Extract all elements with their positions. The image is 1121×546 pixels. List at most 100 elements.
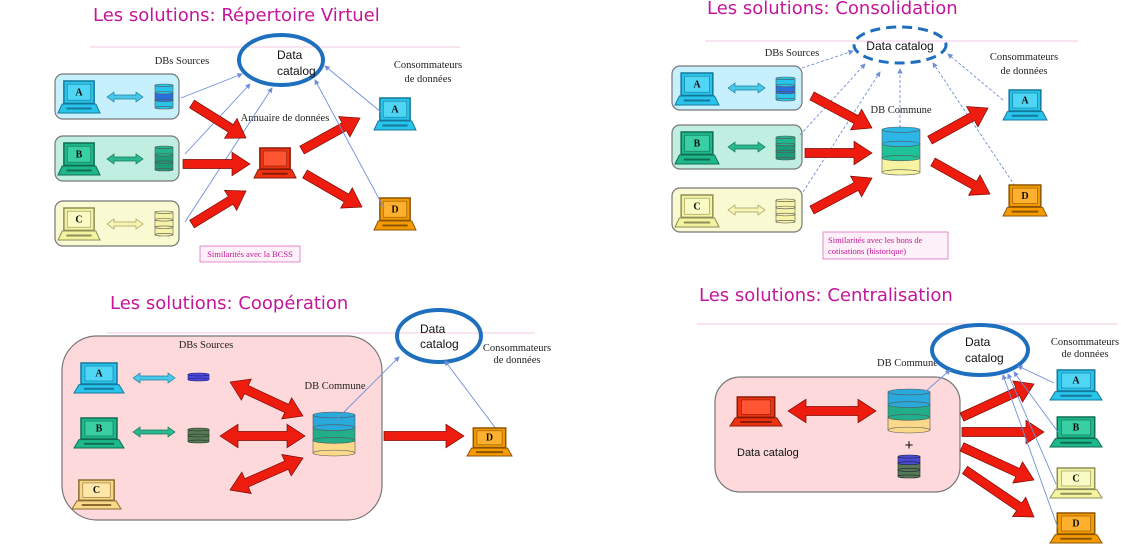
laptop-label: A xyxy=(95,369,103,380)
sync-arrow-icon xyxy=(106,153,144,165)
hub-label: DB Commune xyxy=(877,358,938,369)
catalog-link-line xyxy=(180,73,243,99)
database-icon xyxy=(312,411,356,457)
sync-arrow-icon xyxy=(727,204,766,216)
flow-arrow xyxy=(809,175,873,215)
laptop-icon: B xyxy=(73,417,125,449)
database-icon xyxy=(154,210,174,237)
catalog-link-line xyxy=(1007,373,1057,485)
flow-arrow xyxy=(804,140,873,166)
data-catalog-ellipse xyxy=(930,323,1030,377)
catalog-link-line xyxy=(802,71,881,193)
laptop-label: A xyxy=(75,87,83,98)
laptop-icon: C xyxy=(674,194,720,228)
cooperation-group-box xyxy=(61,335,383,521)
flow-arrow xyxy=(219,423,306,449)
catalog-link-line xyxy=(314,79,385,209)
laptop-icon: A xyxy=(674,72,720,106)
panel-centralisation: Les solutions: Centralisation DB CommuneD… xyxy=(697,285,1119,544)
catalog-link-line xyxy=(924,369,951,393)
laptop-icon: C xyxy=(1049,467,1103,499)
consumers-label: de données xyxy=(1001,66,1048,77)
flow-arrow xyxy=(229,454,304,494)
laptop-icon: B xyxy=(57,142,101,176)
laptop-label: B xyxy=(76,149,83,160)
data-catalog-ellipse xyxy=(852,25,948,65)
catalog-link-line xyxy=(1013,371,1059,433)
laptop-icon: D xyxy=(1002,184,1048,217)
data-catalog-ellipse xyxy=(395,308,483,364)
catalog-label: catalog xyxy=(965,351,1004,365)
laptop-icon: D xyxy=(1049,512,1103,544)
catalog-label: catalog xyxy=(420,337,459,351)
database-icon xyxy=(187,427,210,444)
flow-arrow xyxy=(809,91,873,131)
laptop-label: B xyxy=(96,424,103,435)
flow-arrow xyxy=(383,423,465,449)
flow-arrow xyxy=(299,116,361,155)
database-icon xyxy=(775,198,796,224)
hub-label: DB Commune xyxy=(871,105,932,116)
catalog-link-line xyxy=(801,49,854,69)
laptop-label: B xyxy=(694,138,701,149)
laptop-icon: C xyxy=(71,479,122,510)
laptop-label: A xyxy=(391,104,399,115)
flow-arrow xyxy=(959,442,1035,484)
database-icon xyxy=(775,76,796,102)
sync-arrow-icon xyxy=(727,141,766,153)
note-box xyxy=(822,231,949,260)
laptop-label: B xyxy=(1073,423,1080,434)
note-box xyxy=(199,245,301,263)
sync-arrow-icon xyxy=(132,372,176,384)
sources-label: DBs Sources xyxy=(179,340,234,351)
database-icon xyxy=(897,454,921,479)
laptop-label: D xyxy=(486,433,493,444)
laptop-icon: A xyxy=(57,80,101,114)
consumers-label: de données xyxy=(405,74,452,85)
laptop-icon: A xyxy=(1049,369,1103,401)
database-icon xyxy=(775,135,796,161)
consumers-label: de données xyxy=(1062,349,1109,360)
flow-arrow xyxy=(930,157,991,196)
catalog-link-line xyxy=(335,356,400,421)
flow-arrow xyxy=(189,190,247,229)
laptop-icon: B xyxy=(674,131,720,165)
panel-title: Les solutions: Répertoire Virtuel xyxy=(93,5,380,26)
panel-title: Les solutions: Consolidation xyxy=(707,0,958,19)
database-icon xyxy=(187,372,210,382)
laptop-icon xyxy=(729,396,783,427)
laptop-icon xyxy=(253,147,297,179)
flow-arrow xyxy=(927,106,989,145)
catalog-link-line xyxy=(799,63,866,136)
sync-arrow-icon xyxy=(727,82,766,94)
sync-arrow-icon xyxy=(106,218,144,230)
catalog-label: Data xyxy=(277,48,303,62)
sync-arrow-icon xyxy=(132,426,176,438)
hub-label: Annuaire de données xyxy=(241,113,330,124)
laptop-label: C xyxy=(93,485,100,496)
consumers-label: Consommateurs xyxy=(1051,337,1119,348)
laptop-label: A xyxy=(693,79,701,90)
laptop-icon: D xyxy=(466,427,513,457)
laptop-label: C xyxy=(693,201,700,212)
catalog-link-line xyxy=(324,65,382,113)
laptop-label: A xyxy=(1072,376,1080,387)
flow-arrow xyxy=(182,151,251,177)
laptop-icon: A xyxy=(373,97,417,131)
hub-label: DB Commune xyxy=(305,381,366,392)
data-catalog-ellipse xyxy=(237,33,325,87)
flow-arrow xyxy=(302,169,363,209)
catalog-label: Data catalog xyxy=(866,39,933,53)
flow-arrow xyxy=(962,465,1035,518)
panel-title: Les solutions: Centralisation xyxy=(699,285,953,306)
laptop-label: C xyxy=(1072,474,1079,485)
catalog-link-line xyxy=(947,53,1004,101)
plus-sign: + xyxy=(905,437,914,454)
consumers-label: de données xyxy=(494,355,541,366)
note-text: Similarités avec les bons de xyxy=(828,235,923,245)
database-icon xyxy=(154,145,174,172)
laptop-label: D xyxy=(391,204,398,215)
